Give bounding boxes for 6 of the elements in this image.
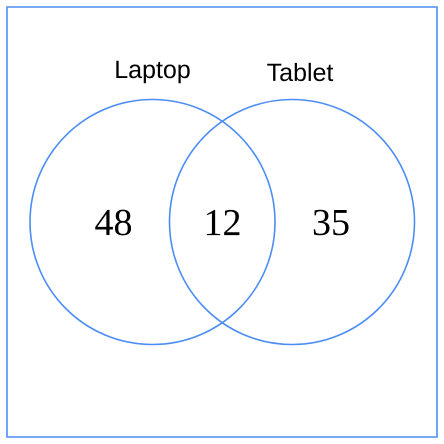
set-label: Tablet bbox=[267, 62, 334, 82]
count-label: 35 bbox=[314, 210, 349, 236]
count-label: 12 bbox=[206, 210, 240, 236]
set-frame bbox=[6, 6, 438, 438]
count-label: 48 bbox=[95, 210, 132, 236]
set-label: Laptop bbox=[116, 60, 190, 84]
